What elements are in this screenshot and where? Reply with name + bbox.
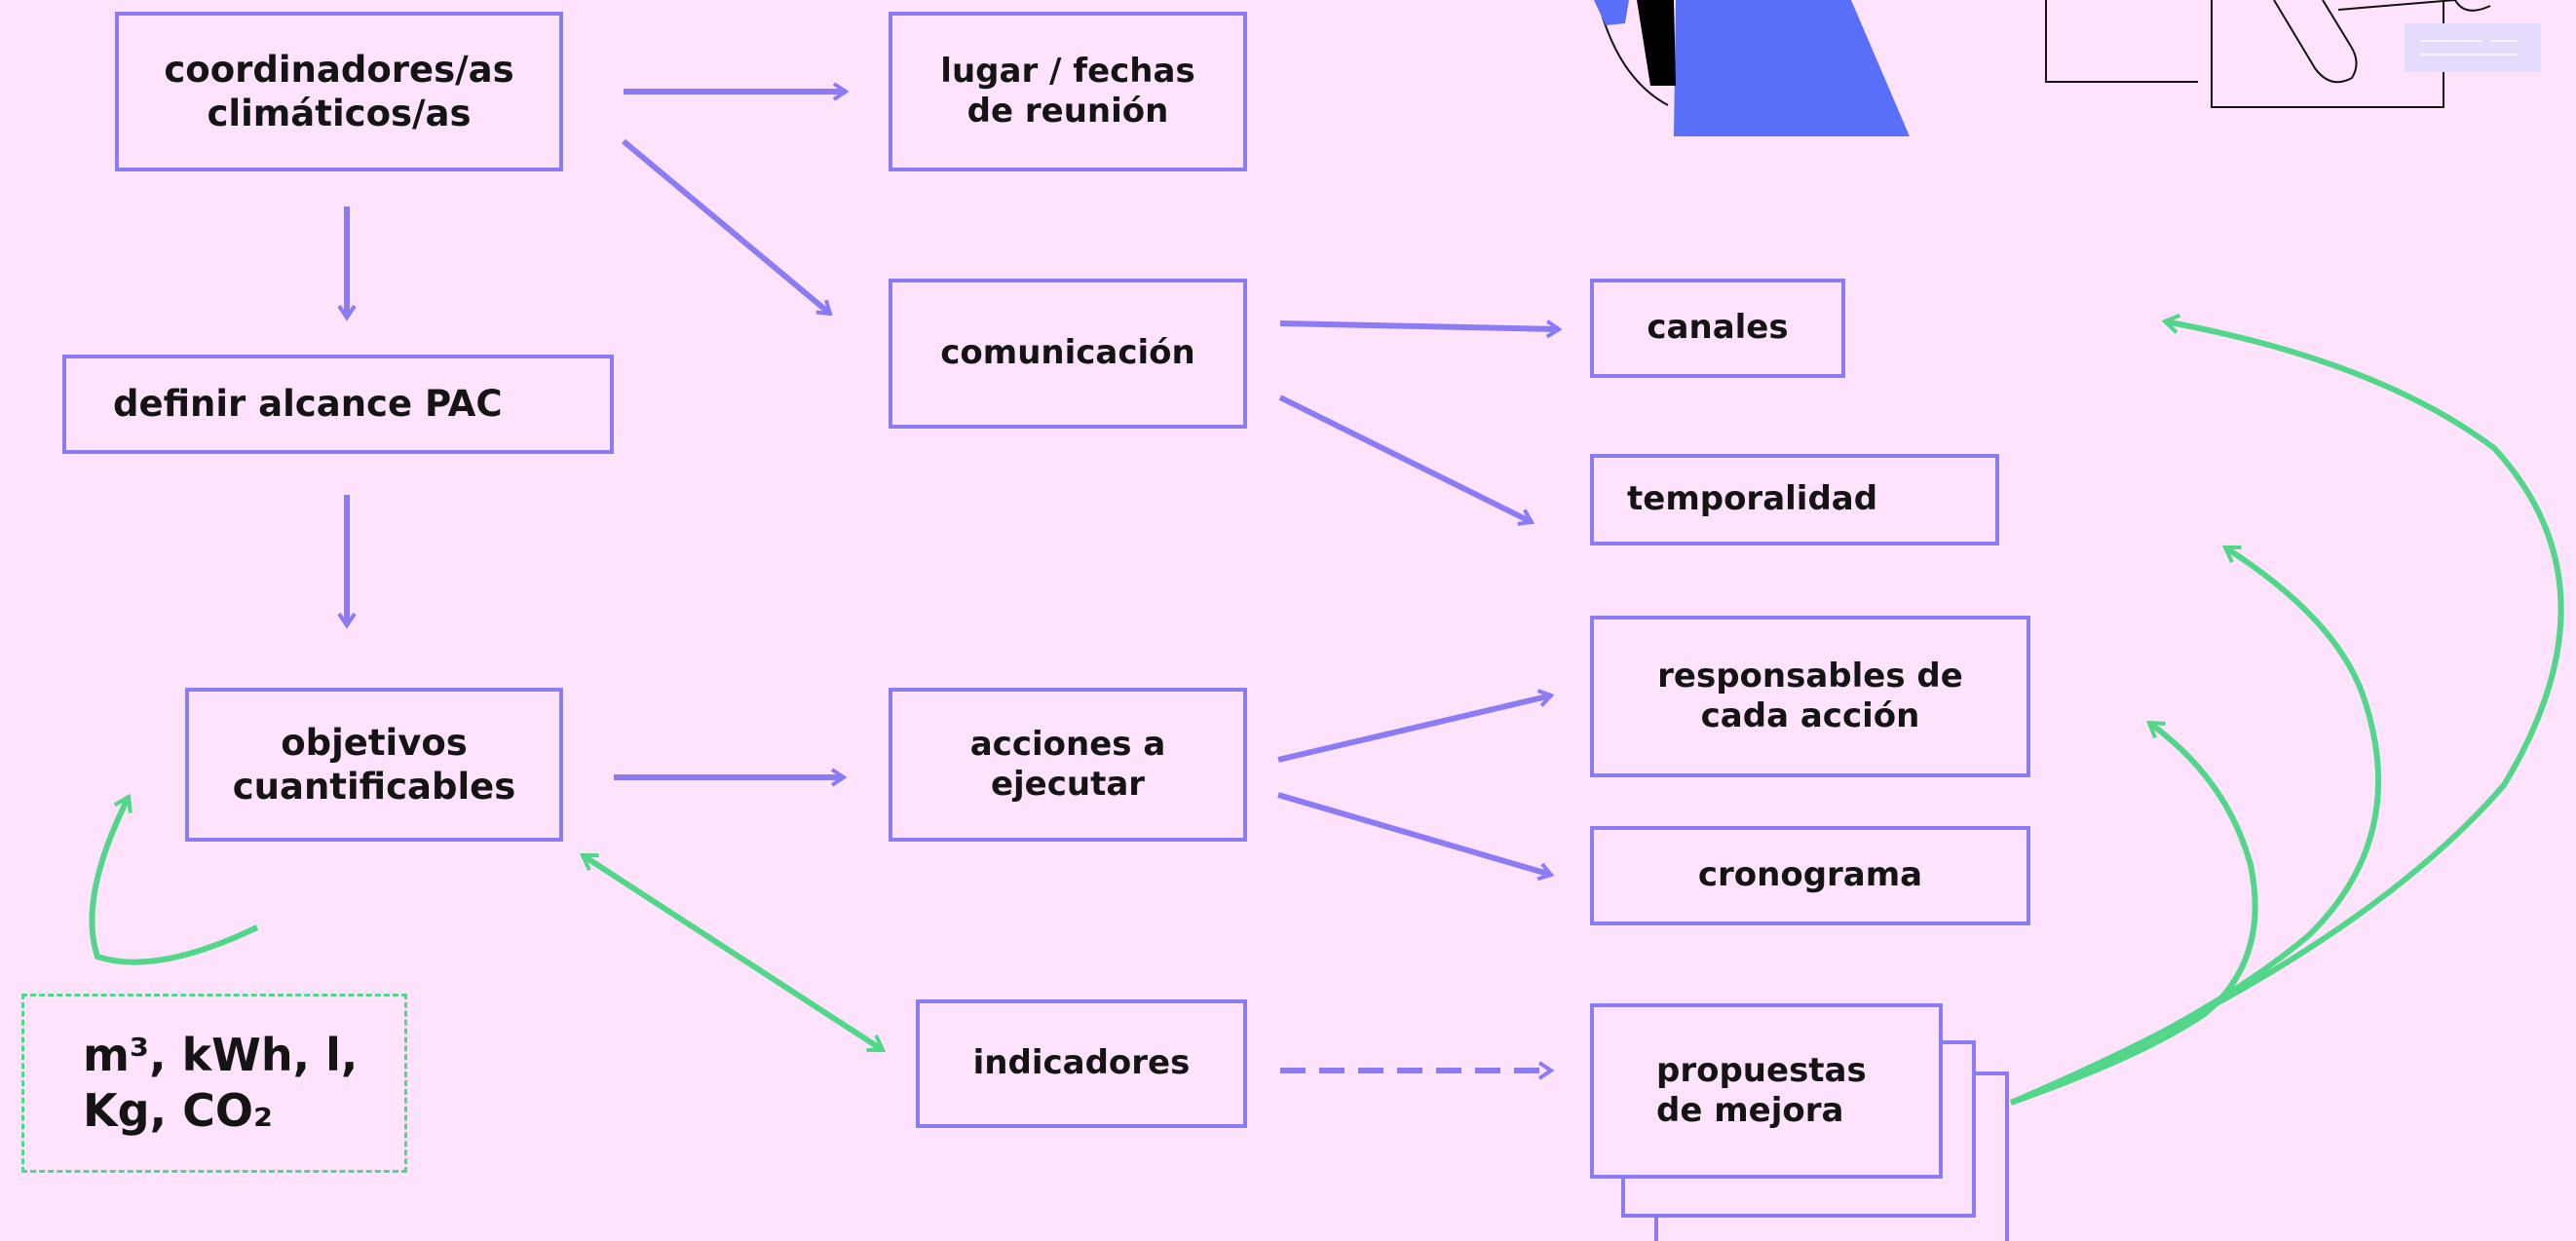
node-comunicacion: comunicación — [889, 279, 1247, 429]
node-acciones: acciones a ejecutar — [889, 688, 1247, 842]
node-objetivos-label: objetivos cuantificables — [232, 721, 516, 808]
node-definir-alcance: definir alcance PAC — [62, 355, 614, 454]
node-responsables-label: responsables de cada acción — [1657, 656, 1963, 735]
illustration-figure — [1594, 0, 1910, 136]
arrow-objetivos-indicadores-bidirectional — [579, 852, 887, 1053]
node-acciones-label: acciones a ejecutar — [969, 724, 1166, 804]
node-cronograma-label: cronograma — [1697, 855, 1923, 895]
node-coordinadores-label: coordinadores/as climáticos/as — [164, 48, 514, 134]
node-lugar-fechas: lugar / fechas de reunión — [889, 12, 1247, 171]
units-note-label: m³, kWh, l, Kg, CO₂ — [83, 1028, 359, 1138]
arrow-units-to-objetivos — [89, 793, 259, 965]
node-temporalidad: temporalidad — [1590, 454, 1999, 545]
arrow-comunicacion-to-canales — [1279, 320, 1563, 339]
node-indicadores: indicadores — [916, 999, 1247, 1128]
arrow-propuestas-to-canales-loop — [2009, 313, 2564, 1106]
node-canales: canales — [1590, 279, 1845, 378]
arrow-acciones-to-responsables — [1277, 689, 1555, 763]
arrow-coordinadores-to-comunicacion — [622, 138, 833, 317]
arrow-acciones-to-cronograma — [1277, 792, 1555, 882]
node-propuestas-label: propuestas de mejora — [1656, 1050, 1867, 1130]
node-cronograma: cronograma — [1590, 826, 2030, 925]
node-temporalidad-label: temporalidad — [1627, 479, 1878, 519]
node-responsables: responsables de cada acción — [1590, 616, 2030, 777]
node-coordinadores: coordinadores/as climáticos/as — [115, 12, 563, 171]
arrow-propuestas-to-responsables-loop — [2010, 720, 2258, 1106]
node-definir-alcance-label: definir alcance PAC — [113, 383, 503, 426]
node-objetivos: objetivos cuantificables — [185, 688, 563, 842]
units-note: m³, kWh, l, Kg, CO₂ — [21, 994, 407, 1173]
arrow-propuestas-to-temporalidad-loop — [2009, 545, 2382, 1106]
node-propuestas: propuestas de mejora — [1590, 1003, 1943, 1179]
node-indicadores-label: indicadores — [972, 1043, 1191, 1083]
node-lugar-fechas-label: lugar / fechas de reunión — [940, 51, 1195, 131]
node-canales-label: canales — [1647, 308, 1789, 348]
arrow-comunicacion-to-temporalidad — [1278, 395, 1535, 526]
illustration-frames — [2045, 0, 2541, 108]
node-comunicacion-label: comunicación — [940, 333, 1195, 373]
